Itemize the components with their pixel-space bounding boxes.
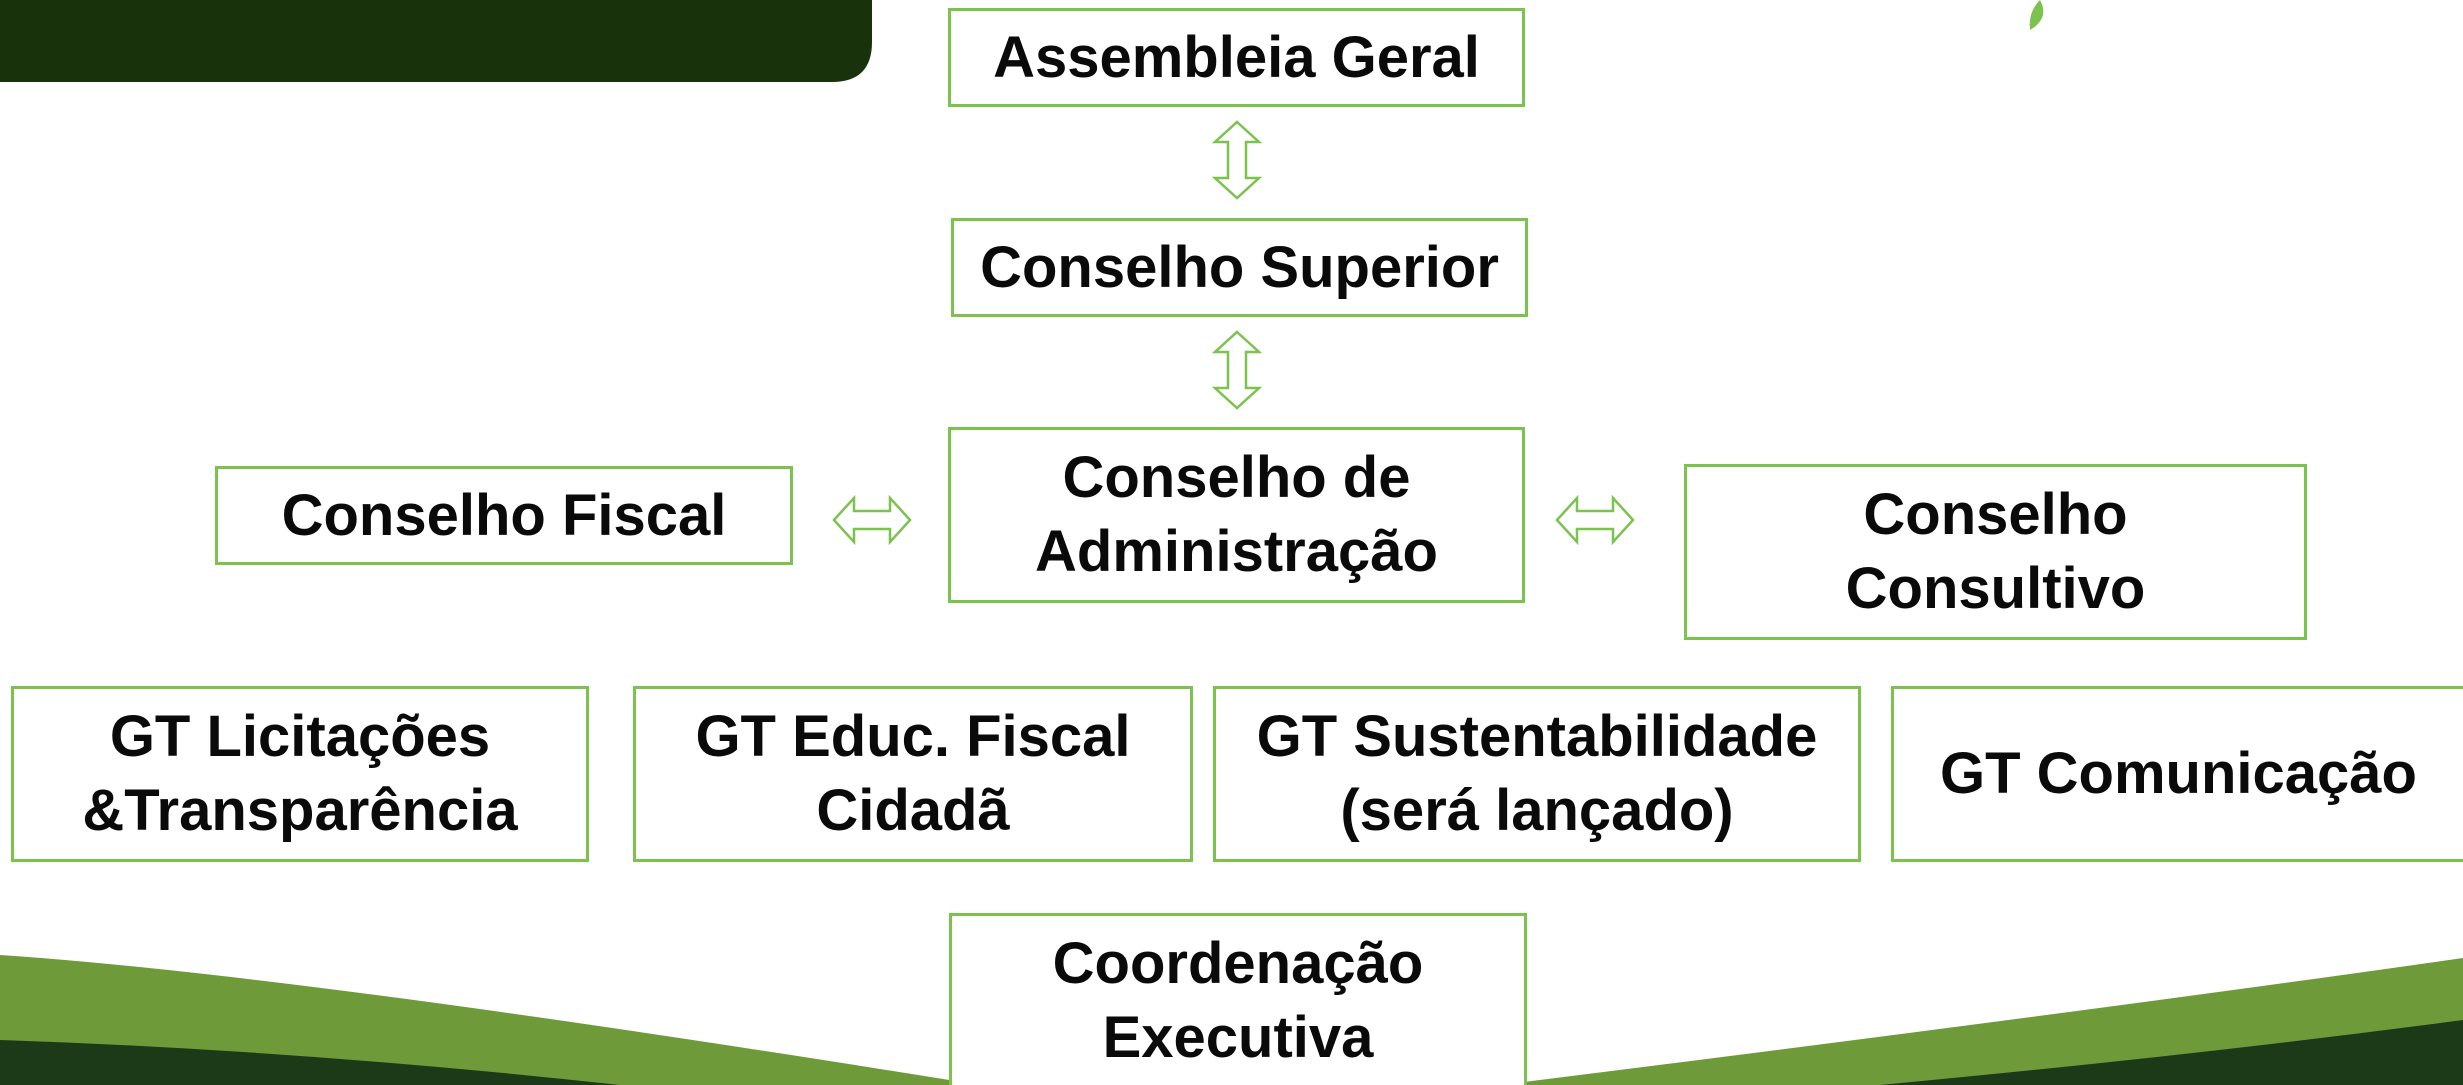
arrow-superior-administracao	[1212, 330, 1262, 410]
arrow-administracao-consultivo	[1555, 495, 1635, 545]
node-conselho-consultivo: Conselho Consultivo	[1684, 464, 2307, 640]
node-assembleia-geral: Assembleia Geral	[948, 8, 1525, 107]
node-conselho-superior: Conselho Superior	[951, 218, 1528, 317]
node-coordenacao-executiva: Coordenação Executiva	[949, 913, 1527, 1085]
node-conselho-administracao: Conselho de Administração	[948, 427, 1525, 603]
arrow-assembleia-superior	[1212, 120, 1262, 200]
leaf-icon	[2029, 0, 2044, 30]
node-gt-sustentabilidade: GT Sustentabilidade (será lançado)	[1213, 686, 1861, 862]
arrow-fiscal-administracao	[832, 495, 912, 545]
node-conselho-fiscal: Conselho Fiscal	[215, 466, 793, 565]
bottom-wave-dark	[0, 1040, 620, 1085]
node-gt-educ-fiscal: GT Educ. Fiscal Cidadã	[633, 686, 1193, 862]
bottom-wave-right-dark	[1880, 1020, 2463, 1085]
header-banner	[0, 0, 872, 82]
node-gt-comunicacao: GT Comunicação	[1891, 686, 2463, 862]
node-gt-licitacoes: GT Licitações &Transparência	[11, 686, 589, 862]
